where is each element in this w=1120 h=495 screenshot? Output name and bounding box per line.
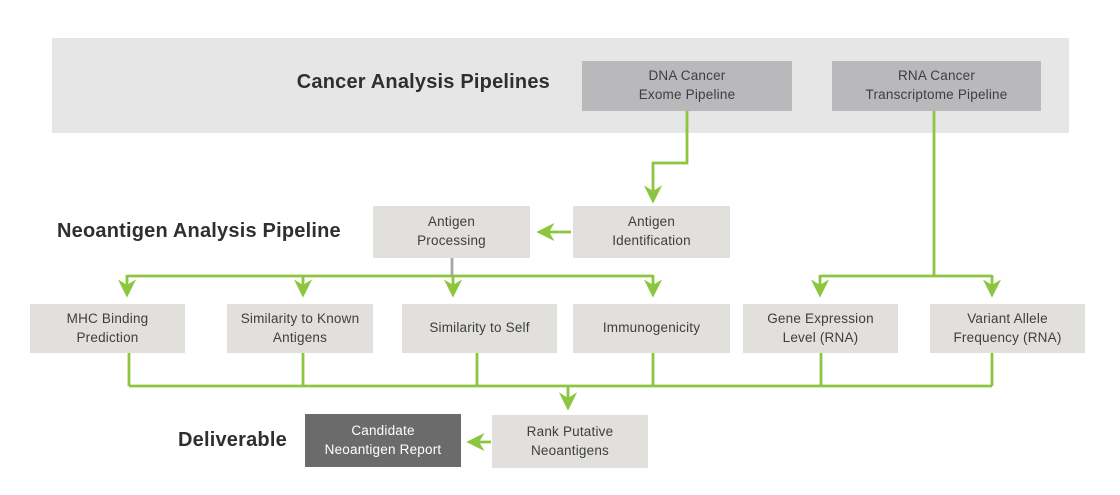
node-antigen-identification: Antigen Identification: [573, 206, 730, 258]
cancer-pipelines-heading: Cancer Analysis Pipelines: [296, 71, 550, 93]
node-rna-transcriptome-pipeline: RNA Cancer Transcriptome Pipeline: [832, 61, 1041, 111]
node-similarity-to-self: Similarity to Self: [402, 304, 557, 353]
node-rank-putative-neoantigens: Rank Putative Neoantigens: [492, 415, 648, 468]
node-immunogenicity: Immunogenicity: [573, 304, 730, 353]
deliverable-heading: Deliverable: [178, 429, 287, 451]
node-dna-exome-pipeline: DNA Cancer Exome Pipeline: [582, 61, 792, 111]
node-antigen-processing: Antigen Processing: [373, 206, 530, 258]
neoantigen-pipeline-heading: Neoantigen Analysis Pipeline: [57, 220, 341, 242]
node-mhc-binding-prediction: MHC Binding Prediction: [30, 304, 185, 353]
node-gene-expression-level: Gene Expression Level (RNA): [743, 304, 898, 353]
edge-bottom-bus: [127, 353, 994, 411]
node-variant-allele-frequency: Variant Allele Frequency (RNA): [930, 304, 1085, 353]
edge-rna-split: [810, 111, 1002, 298]
node-candidate-neoantigen-report: Candidate Neoantigen Report: [305, 414, 461, 467]
node-similarity-known-antigens: Similarity to Known Antigens: [227, 304, 373, 353]
edge-upper-bus: [117, 274, 663, 298]
